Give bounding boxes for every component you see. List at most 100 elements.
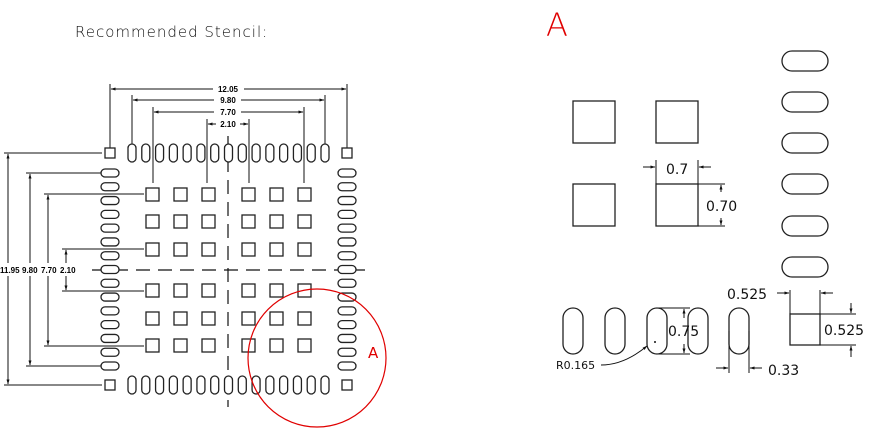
detail-side-pin-pad (781, 91, 829, 113)
thermal-pad (297, 214, 312, 229)
left-dimension-lines (6, 153, 68, 385)
dim-corner-pad-height: 0.525 (824, 323, 864, 339)
detail-side-pin-pad (781, 173, 829, 195)
perimeter-pin-pad (337, 182, 357, 192)
thermal-pad (297, 242, 312, 257)
detail-view-label: A (546, 6, 568, 44)
perimeter-pin-pad (265, 375, 275, 395)
perimeter-pin-pad (100, 168, 120, 178)
perimeter-pin-pad (100, 209, 120, 220)
perimeter-pin-pad (100, 195, 120, 206)
perimeter-pin-pad (237, 143, 247, 163)
perimeter-pin-pad (196, 143, 206, 163)
perimeter-pin-pad (100, 347, 120, 357)
bottom-pin-row (127, 375, 330, 395)
perimeter-pin-pad (210, 143, 220, 163)
thermal-pad (201, 214, 216, 229)
thermal-pad (145, 311, 160, 326)
perimeter-pin-pad (168, 375, 179, 395)
perimeter-pin-pad (306, 143, 316, 163)
thermal-pad (201, 338, 216, 353)
perimeter-pin-pad (100, 264, 120, 275)
detail-bottom-pin-pad (646, 307, 668, 355)
perimeter-pin-pad (182, 375, 192, 395)
thermal-pad (297, 338, 312, 353)
thermal-pad (145, 242, 160, 257)
thermal-pad (269, 283, 284, 298)
perimeter-pin-pad (141, 375, 151, 395)
dim-square-pad-height: 0.70 (706, 199, 737, 215)
thermal-pad-detail (572, 100, 616, 144)
perimeter-pin-pad (154, 143, 165, 163)
detail-callout-label: A (368, 344, 379, 362)
thermal-pad-detail (655, 100, 699, 144)
perimeter-pin-pad (337, 361, 357, 371)
dim-height-11-95: 11.95 (0, 266, 20, 275)
corner-pad-bottom-left (104, 379, 116, 391)
dim-height-7-70: 7.70 (41, 266, 57, 275)
perimeter-pin-pad (100, 292, 120, 302)
perimeter-pin-pad (196, 375, 206, 395)
perimeter-pin-pad (154, 375, 165, 395)
perimeter-pin-pad (251, 375, 261, 395)
thermal-pad (145, 283, 160, 298)
perimeter-pin-pad (337, 347, 357, 357)
thermal-pad (201, 311, 216, 326)
dim-width-9-80: 9.80 (220, 96, 236, 105)
top-dimension-lines (110, 87, 347, 126)
perimeter-pin-pad (337, 168, 357, 178)
perimeter-pin-pad (337, 209, 357, 220)
perimeter-pin-pad (127, 143, 137, 163)
thermal-pad (241, 187, 256, 202)
perimeter-pin-pad (210, 375, 220, 395)
corner-pad-top-left (104, 147, 116, 159)
perimeter-pin-pad (337, 251, 357, 261)
corner-pad-bottom-right (341, 379, 353, 391)
thermal-pad (173, 187, 188, 202)
perimeter-pin-pad (306, 375, 316, 395)
perimeter-pin-pad (100, 223, 120, 233)
right-pin-column (337, 168, 357, 371)
dim-height-2-10: 2.10 (60, 266, 76, 275)
perimeter-pin-pad (337, 237, 357, 247)
perimeter-pin-pad (223, 143, 234, 163)
dim-oval-length: 0.75 (668, 324, 699, 340)
thermal-pad (145, 214, 160, 229)
dim-corner-pad-width: 0.525 (727, 287, 767, 303)
detail-side-pin-column (781, 50, 829, 278)
perimeter-pin-pad (292, 143, 303, 163)
thermal-pad (269, 214, 284, 229)
dim-height-9-80: 9.80 (22, 266, 38, 275)
detail-side-pin-pad (781, 132, 829, 154)
perimeter-pin-pad (337, 306, 357, 316)
corner-pads (104, 147, 353, 391)
perimeter-pin-pad (337, 292, 357, 302)
thermal-pad (297, 311, 312, 326)
dim-width-7-70: 7.70 (220, 108, 236, 117)
detail-bottom-pin-pad (728, 307, 750, 355)
dim-oval-radius: R0.165 (556, 359, 595, 372)
thermal-pad (269, 242, 284, 257)
top-extension-lines (109, 84, 348, 183)
thermal-pad (241, 214, 256, 229)
perimeter-pin-pad (100, 182, 120, 192)
top-pin-row (127, 143, 330, 163)
detail-bottom-pin-row (562, 307, 750, 355)
dim-width-12-05: 12.05 (218, 85, 239, 94)
perimeter-pin-pad (337, 223, 357, 233)
detail-side-pin-pad (781, 50, 829, 72)
perimeter-pin-pad (100, 319, 120, 330)
perimeter-pin-pad (320, 375, 330, 395)
perimeter-pin-pad (100, 237, 120, 247)
perimeter-pin-pad (337, 278, 357, 288)
detail-bottom-pin-pad (687, 307, 709, 355)
perimeter-pin-pad (337, 319, 357, 330)
thermal-pad (241, 242, 256, 257)
thermal-pad (173, 311, 188, 326)
dim-square-pad-width: 0.7 (666, 162, 688, 178)
left-pin-column (100, 168, 120, 371)
perimeter-pin-pad (182, 143, 192, 163)
dim-width-2-10: 2.10 (220, 120, 236, 129)
thermal-pad (201, 283, 216, 298)
thermal-pad-detail (572, 183, 616, 227)
